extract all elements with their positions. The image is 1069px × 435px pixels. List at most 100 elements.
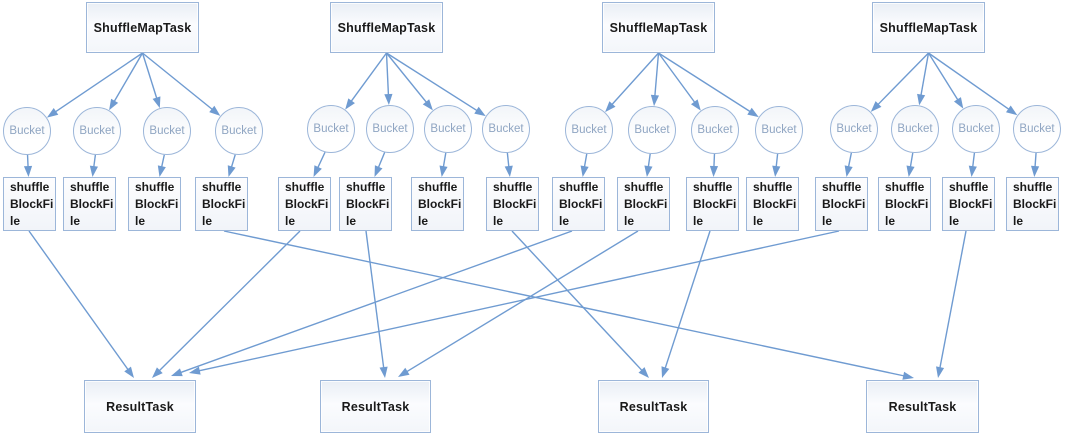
edge-smt2-g2-bucket2-arrowhead xyxy=(384,93,393,106)
shuffle-block-file-label-g3-bf2-line1: shuffle xyxy=(624,180,664,194)
shuffle-block-file-label-g4-bf1-line2: BlockFi xyxy=(822,197,866,212)
shuffle-map-task-label-4: ShuffleMapTask xyxy=(879,20,978,35)
edge-g1-bf1-rt1-arrowhead xyxy=(124,366,134,378)
edge-smt3-g3-bucket4-arrowhead xyxy=(747,107,759,118)
bucket-label-g4-bucket4: Bucket xyxy=(1019,123,1055,135)
shuffle-block-file-label-g3-bf4-line2: BlockFi xyxy=(753,197,797,212)
edge-g2-bucket3-g2-bf3-arrowhead xyxy=(439,165,448,177)
result-task-label-3: ResultTask xyxy=(619,399,688,414)
shuffle-block-file-label-g4-bf1-line3: le xyxy=(822,214,833,229)
result-task-box-3: ResultTask xyxy=(598,380,709,433)
bucket-circle-g1-bucket1: Bucket xyxy=(3,107,51,155)
edge-smt4-g4-bucket1-line xyxy=(876,52,929,106)
edge-g2-bucket1-g2-bf1-arrowhead xyxy=(313,165,322,177)
edge-g1-bucket4-g1-bf4-line xyxy=(230,154,236,169)
edge-g2-bf4-rt3-line xyxy=(511,230,644,372)
shuffle-block-file-label-g1-bf3-line3: le xyxy=(135,214,146,229)
shuffle-block-file-label-g4-bf1-line1: shuffle xyxy=(822,180,862,194)
edge-g1-bf1-rt1-line xyxy=(28,230,130,372)
bucket-circle-g4-bucket2: Bucket xyxy=(891,105,939,153)
shuffle-map-task-box-1: ShuffleMapTask xyxy=(86,2,199,53)
shuffle-block-file-label-g2-bf2-line1: shuffle xyxy=(346,180,386,194)
edge-smt2-g2-bucket1-arrowhead xyxy=(345,98,355,110)
edge-g4-bucket4-g4-bf4-arrowhead xyxy=(1031,165,1040,177)
edge-smt3-g3-bucket2-line xyxy=(654,52,660,98)
edge-g2-bf4-rt3-arrowhead xyxy=(638,367,649,378)
bucket-label-g3-bucket2: Bucket xyxy=(634,124,670,136)
edge-g2-bucket1-g2-bf1-line xyxy=(316,151,326,170)
edge-smt4-g4-bucket3-arrowhead xyxy=(953,97,964,109)
edge-smt2-g2-bucket3-line xyxy=(385,52,428,104)
shuffle-map-task-box-3: ShuffleMapTask xyxy=(602,2,715,53)
bucket-circle-g4-bucket1: Bucket xyxy=(830,105,878,153)
shuffle-block-file-label-g2-bf2-line3: le xyxy=(346,214,357,229)
edge-smt1-g1-bucket1-arrowhead xyxy=(46,108,59,118)
shuffle-map-task-label-2: ShuffleMapTask xyxy=(337,20,436,35)
edge-g4-bucket2-g4-bf2-arrowhead xyxy=(906,165,915,177)
shuffle-block-file-label-g4-bf4-line1: shuffle xyxy=(1013,180,1053,194)
bucket-circle-g2-bucket2: Bucket xyxy=(366,105,414,153)
edge-smt3-g3-bucket1-arrowhead xyxy=(605,101,616,113)
edge-g2-bucket4-g2-bf4-line xyxy=(506,152,510,169)
shuffle-block-file-label-g4-bf4-line2: BlockFi xyxy=(1013,197,1057,212)
shuffle-block-file-label-g4-bf4-line3: le xyxy=(1013,214,1024,229)
edge-g2-bf1-rt1-arrowhead xyxy=(152,367,163,378)
shuffle-block-file-label-g3-bf1-line1: shuffle xyxy=(559,180,599,194)
shuffle-block-file-label-g2-bf3-line2: BlockFi xyxy=(418,197,462,212)
edge-g2-bucket3-g2-bf3-line xyxy=(442,152,447,169)
edge-smt4-g4-bucket4-line xyxy=(928,52,1011,111)
shuffle-block-file-label-g2-bf2-line2: BlockFi xyxy=(346,197,390,212)
shuffle-block-file-label-g3-bf3-line3: le xyxy=(693,214,704,229)
edge-g3-bf3-rt3-arrowhead xyxy=(661,366,670,378)
bucket-label-g4-bucket1: Bucket xyxy=(836,123,872,135)
edge-g4-bucket3-g4-bf3-line xyxy=(971,152,976,169)
edge-g4-bucket1-g4-bf1-line xyxy=(847,152,853,169)
shuffle-block-file-label-g1-bf2-line1: shuffle xyxy=(70,180,110,194)
shuffle-block-file-label-g2-bf3-line3: le xyxy=(418,214,429,229)
bucket-label-g3-bucket4: Bucket xyxy=(761,124,797,136)
edge-g4-bf3-rt4-line xyxy=(938,230,967,370)
edge-g2-bf1-rt1-line xyxy=(157,230,301,373)
shuffle-block-file-label-g1-bf2-line2: BlockFi xyxy=(70,197,114,212)
shuffle-map-task-label-3: ShuffleMapTask xyxy=(609,20,708,35)
edge-g3-bucket1-g3-bf1-arrowhead xyxy=(580,165,589,177)
shuffle-block-file-label-g1-bf4-line3: le xyxy=(202,214,213,229)
edge-smt4-g4-bucket2-arrowhead xyxy=(917,93,926,106)
shuffle-block-file-label-g3-bf3-line1: shuffle xyxy=(693,180,733,194)
bucket-circle-g1-bucket4: Bucket xyxy=(215,107,263,155)
bucket-circle-g2-bucket4: Bucket xyxy=(482,105,530,153)
edge-g2-bucket2-g2-bf2-arrowhead xyxy=(374,165,383,177)
bucket-label-g2-bucket1: Bucket xyxy=(313,123,349,135)
edge-g3-bucket4-g3-bf4-line xyxy=(775,153,779,169)
shuffle-block-file-label-g2-bf1-line1: shuffle xyxy=(285,180,325,194)
edge-g4-bucket3-g4-bf3-arrowhead xyxy=(968,165,977,177)
bucket-label-g3-bucket1: Bucket xyxy=(571,124,607,136)
edge-smt4-g4-bucket4-arrowhead xyxy=(1005,105,1018,116)
edge-g3-bucket2-g3-bf2-arrowhead xyxy=(644,165,653,177)
shuffle-block-file-label-g2-bf3-line1: shuffle xyxy=(418,180,458,194)
shuffle-block-file-label-g1-bf3-line2: BlockFi xyxy=(135,197,179,212)
edge-smt3-g3-bucket2-arrowhead xyxy=(650,94,660,107)
bucket-label-g3-bucket3: Bucket xyxy=(697,124,733,136)
edge-smt1-g1-bucket4-line xyxy=(142,52,214,111)
edge-g3-bf2-rt2-line xyxy=(405,230,639,373)
edge-smt4-g4-bucket1-arrowhead xyxy=(870,101,882,112)
shuffle-block-file-label-g3-bf2-line2: BlockFi xyxy=(624,197,668,212)
result-task-label-1: ResultTask xyxy=(106,399,174,414)
bucket-label-g1-bucket2: Bucket xyxy=(79,125,115,137)
bucket-label-g1-bucket3: Bucket xyxy=(149,125,185,137)
edge-g3-bucket2-g3-bf2-line xyxy=(647,153,651,169)
bucket-label-g4-bucket3: Bucket xyxy=(958,123,994,135)
bucket-circle-g1-bucket3: Bucket xyxy=(143,107,191,155)
shuffle-block-file-label-g3-bf1-line3: le xyxy=(559,214,570,229)
edge-g4-bucket1-g4-bf1-arrowhead xyxy=(844,165,853,177)
